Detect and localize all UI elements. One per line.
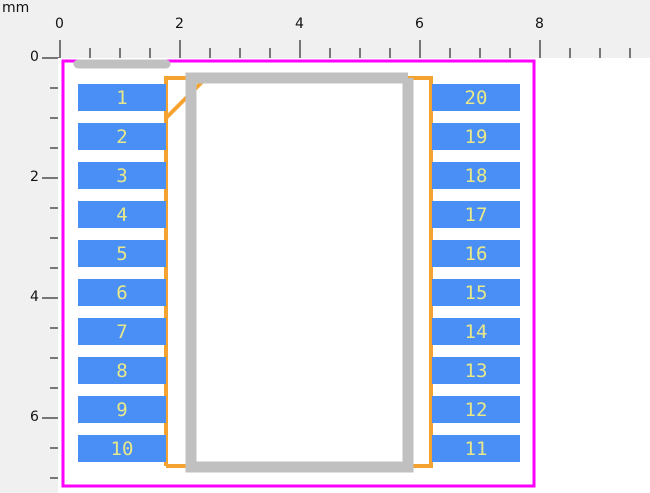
pad-18[interactable]: 18 — [432, 162, 520, 189]
footprint-canvas[interactable]: 1 2 3 4 5 6 7 8 9 10 20 19 18 17 16 15 1… — [58, 58, 650, 493]
silkscreen-outline — [164, 76, 433, 468]
svg-text:17: 17 — [465, 204, 488, 226]
left-ruler-label-4: 4 — [30, 289, 39, 305]
left-ruler-label-2: 2 — [30, 169, 39, 185]
svg-text:7: 7 — [116, 321, 127, 343]
svg-text:1: 1 — [116, 87, 127, 109]
top-ruler-ticks — [59, 40, 631, 58]
pad-17[interactable]: 17 — [432, 201, 520, 228]
top-ruler: 0 2 4 6 8 — [0, 0, 650, 58]
left-ruler-ticks — [42, 40, 60, 479]
pad-14[interactable]: 14 — [432, 318, 520, 345]
svg-text:12: 12 — [465, 399, 488, 421]
svg-text:15: 15 — [465, 282, 488, 304]
svg-text:5: 5 — [116, 243, 127, 265]
svg-text:16: 16 — [465, 243, 488, 265]
right-pads: 20 19 18 17 16 15 14 13 12 11 — [432, 84, 520, 462]
pad-7[interactable]: 7 — [78, 318, 166, 345]
unit-label: mm — [2, 0, 30, 16]
top-ruler-label-0: 0 — [55, 16, 64, 32]
pad-9[interactable]: 9 — [78, 396, 166, 423]
pad-5[interactable]: 5 — [78, 240, 166, 267]
pad-20[interactable]: 20 — [432, 84, 520, 111]
pad-1[interactable]: 1 — [78, 84, 166, 111]
left-ruler: 0 2 4 6 — [0, 0, 60, 493]
pad-16[interactable]: 16 — [432, 240, 520, 267]
svg-text:20: 20 — [465, 87, 488, 109]
svg-text:4: 4 — [116, 204, 127, 226]
pad-19[interactable]: 19 — [432, 123, 520, 150]
pad-15[interactable]: 15 — [432, 279, 520, 306]
top-ruler-label-4: 4 — [295, 16, 304, 32]
top-ruler-label-6: 6 — [415, 16, 424, 32]
left-pads: 1 2 3 4 5 6 7 8 9 10 — [78, 84, 166, 462]
body-outline — [185, 72, 414, 473]
left-ruler-label-6: 6 — [30, 409, 39, 425]
svg-text:8: 8 — [116, 360, 127, 382]
pad-4[interactable]: 4 — [78, 201, 166, 228]
svg-text:18: 18 — [465, 165, 488, 187]
courtyard-outline — [61, 59, 536, 488]
footprint-drawing: 1 2 3 4 5 6 7 8 9 10 20 19 18 17 16 15 1… — [61, 59, 536, 488]
left-ruler-label-0: 0 — [30, 49, 39, 65]
svg-text:6: 6 — [116, 282, 127, 304]
pad-11[interactable]: 11 — [432, 435, 520, 462]
svg-text:14: 14 — [465, 321, 488, 343]
svg-text:19: 19 — [465, 126, 488, 148]
svg-text:10: 10 — [111, 438, 134, 460]
svg-text:2: 2 — [116, 126, 127, 148]
pad-3[interactable]: 3 — [78, 162, 166, 189]
svg-text:3: 3 — [116, 165, 127, 187]
svg-text:9: 9 — [116, 399, 127, 421]
pad-8[interactable]: 8 — [78, 357, 166, 384]
pad-13[interactable]: 13 — [432, 357, 520, 384]
svg-text:13: 13 — [465, 360, 488, 382]
top-ruler-label-8: 8 — [535, 16, 544, 32]
pad-2[interactable]: 2 — [78, 123, 166, 150]
pad-10[interactable]: 10 — [78, 435, 166, 462]
svg-text:11: 11 — [465, 438, 488, 460]
pad-12[interactable]: 12 — [432, 396, 520, 423]
pad-6[interactable]: 6 — [78, 279, 166, 306]
top-ruler-label-2: 2 — [175, 16, 184, 32]
